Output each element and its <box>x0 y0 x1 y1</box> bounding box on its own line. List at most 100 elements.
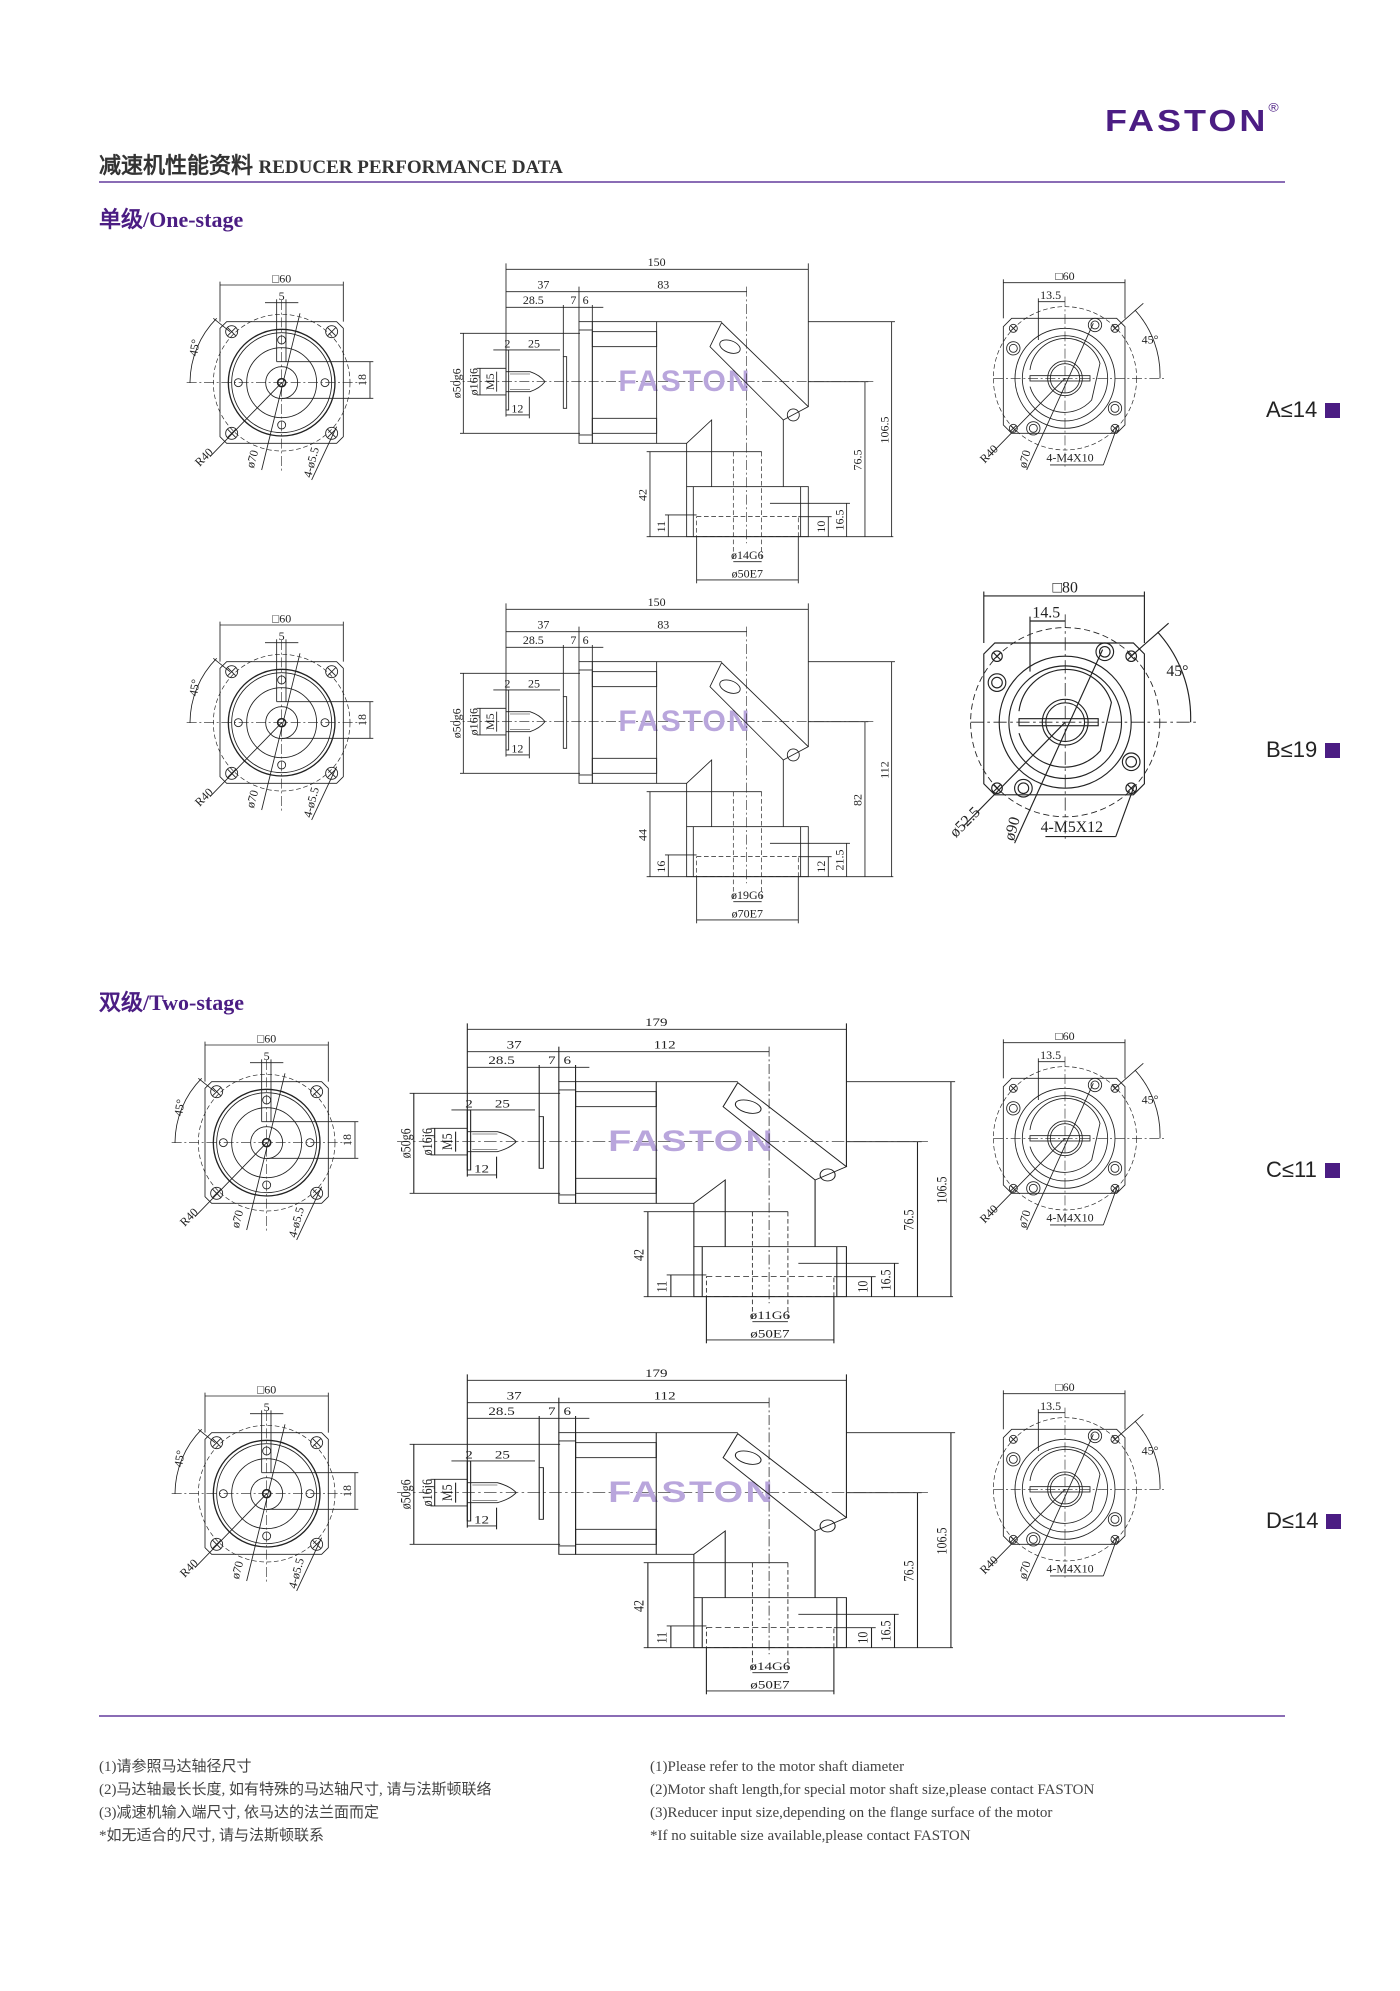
end-flange-outline <box>983 642 1145 796</box>
dim-10: 12 <box>814 861 828 873</box>
faston-watermark: FASTON <box>618 705 751 738</box>
end-dim-offset: 13.5 <box>1040 288 1061 302</box>
model-marker-icon <box>1326 1513 1342 1529</box>
dim-28-5: 28.5 <box>488 1053 515 1066</box>
dim-bore: ø19G6 <box>731 888 764 902</box>
counterbore-inner <box>1110 1163 1120 1173</box>
counterbore-hole <box>1014 778 1033 798</box>
end-dim-pcd: ø70 <box>1015 1559 1033 1580</box>
dim-m5: M5 <box>483 713 497 730</box>
logo-text: FASTON <box>1105 103 1269 138</box>
faston-watermark: FASTON <box>608 1125 775 1159</box>
leader-line <box>1115 788 1134 837</box>
note-en: (1)Please refer to the motor shaft diame… <box>650 1759 905 1775</box>
angle-arc <box>189 318 217 383</box>
end-dim-angle: 45° <box>1142 1443 1159 1457</box>
end-dim-holes: 4-M4X10 <box>1046 1211 1093 1225</box>
counterbore-hole <box>1107 1512 1123 1527</box>
leader-line <box>963 721 1066 827</box>
motor-plate <box>562 696 568 749</box>
note-cn: (1)请参照马达轴径尺寸 <box>99 1759 252 1775</box>
hole-cross <box>993 784 1001 793</box>
dim-pilot: ø50E7 <box>750 1327 789 1340</box>
end-dim-square: □80 <box>1053 579 1078 596</box>
dim-height-total: 106.5 <box>933 1527 950 1554</box>
counterbore-hole <box>1006 341 1021 356</box>
tapped-hole <box>1110 1083 1120 1093</box>
dim-height-total: 106.5 <box>933 1176 950 1203</box>
tapped-hole <box>1008 423 1018 433</box>
dim-83: 112 <box>654 1038 676 1051</box>
dim-m5: M5 <box>439 1484 456 1501</box>
housing-slot <box>575 1528 657 1545</box>
counterbore-hole <box>1026 1532 1041 1547</box>
model-label-text: C≤11 <box>1266 1157 1317 1182</box>
registered-mark: ® <box>1268 100 1279 115</box>
dim-11: 11 <box>654 521 668 533</box>
end-flange-outline <box>1002 1077 1126 1194</box>
counterbore-inner <box>1017 782 1030 795</box>
dim-10: 10 <box>854 1631 871 1643</box>
end-dim-pcd: ø70 <box>1015 1208 1033 1229</box>
end-dim-radius: R40 <box>977 1553 1001 1577</box>
note-cn: *如无适合的尺寸, 请与法斯顿联系 <box>99 1828 325 1844</box>
leader-line <box>296 1537 323 1592</box>
hole-cross <box>1127 784 1136 793</box>
dim-6: 6 <box>563 1053 571 1066</box>
input-housing <box>575 1081 657 1204</box>
model-label: A≤14 <box>1266 397 1341 423</box>
adapter-flange <box>578 661 593 784</box>
dim-28-5: 28.5 <box>488 1404 515 1417</box>
arm-oval-hole <box>734 1450 762 1465</box>
counterbore-inner <box>1110 1514 1120 1524</box>
output-pilot <box>705 1627 835 1648</box>
output-pilot <box>705 1276 835 1297</box>
dim-6: 6 <box>583 633 589 647</box>
dim-bore: ø11G6 <box>750 1308 791 1321</box>
angle-arc <box>174 1429 202 1494</box>
shaft-hatch <box>472 1133 498 1150</box>
arm-hole <box>786 408 800 422</box>
counterbore-hole <box>987 673 1007 692</box>
end-angle-arc <box>1134 309 1161 379</box>
dim-holes: 4-ø5.5 <box>300 446 322 480</box>
housing-neck <box>656 758 784 827</box>
mounting-hole <box>225 426 239 440</box>
motor-plate <box>538 1116 544 1169</box>
end-dim-pcd: ø90 <box>1001 815 1024 842</box>
hole-cross <box>227 327 236 336</box>
section-title-one-stage: 单级/One-stage <box>99 207 244 232</box>
counterbore-hole <box>1026 421 1041 436</box>
dim-angle: 45° <box>171 1098 188 1117</box>
dim-height: 18 <box>355 714 369 726</box>
output-flange <box>686 486 809 538</box>
counterbore-hole <box>1087 1077 1103 1093</box>
model-label-text: D≤14 <box>1266 1508 1319 1533</box>
hole-cross <box>227 769 236 778</box>
end-flange-outline <box>1002 317 1126 434</box>
dim-bore: ø14G6 <box>731 548 764 562</box>
mounting-hole <box>325 426 339 440</box>
dim-pilot: ø50E7 <box>732 566 763 580</box>
hole-cross <box>212 1438 221 1447</box>
end-dim-holes: 4-M4X10 <box>1046 451 1093 465</box>
counterbore-inner <box>1028 1534 1038 1544</box>
shaft-hatch <box>509 713 530 730</box>
end-dim-radius: R40 <box>977 442 1001 466</box>
dim-key: 5 <box>279 289 285 303</box>
section-title-two-stage: 双级/Two-stage <box>99 990 245 1015</box>
dim-7: 7 <box>548 1053 556 1066</box>
dim-42: 42 <box>636 489 650 501</box>
footer-divider <box>99 1715 1285 1717</box>
mounting-hole <box>210 1186 224 1200</box>
housing-slot <box>591 331 658 348</box>
mounting-hole <box>310 1085 324 1099</box>
tapped-hole <box>1008 1183 1018 1193</box>
housing-slot <box>591 671 658 688</box>
leader-line <box>1014 649 1104 844</box>
dim-holes: 4-ø5.5 <box>285 1206 307 1240</box>
